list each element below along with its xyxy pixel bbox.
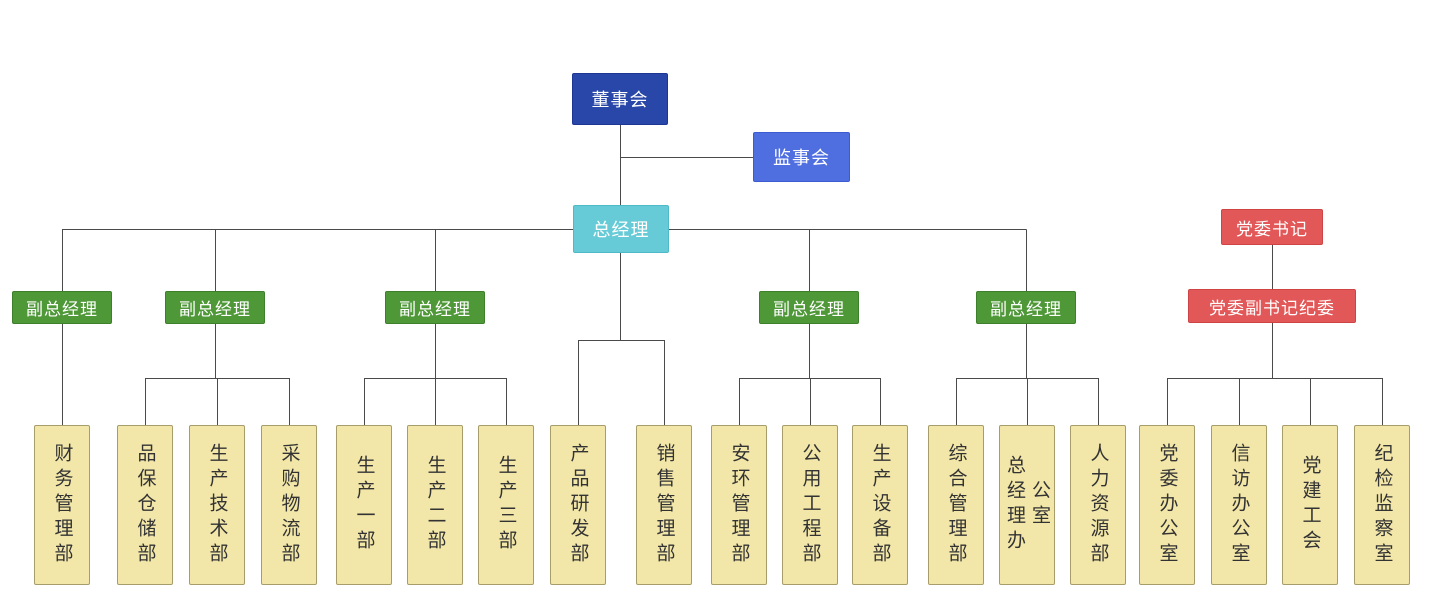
dept-petition-office[interactable]: 信访办公室 <box>1211 425 1267 585</box>
dept-label: 公用工程部 <box>799 442 821 568</box>
dept-finance[interactable]: 财务管理部 <box>34 425 90 585</box>
dept-label: 财务管理部 <box>51 442 73 568</box>
dept-label: 信访办公室 <box>1228 442 1250 568</box>
node-board[interactable]: 董事会 <box>572 73 668 125</box>
connector-gm-buses <box>62 229 1027 291</box>
dept-label: 党建工会 <box>1299 455 1321 555</box>
dept-label: 销售管理部 <box>653 442 675 568</box>
connector-group-5 <box>956 324 1099 425</box>
dept-production-2[interactable]: 生产二部 <box>407 425 463 585</box>
dept-label: 产品研发部 <box>567 442 589 568</box>
connector-group-2 <box>145 324 290 425</box>
connector-group-4 <box>739 324 881 425</box>
dept-sales[interactable]: 销售管理部 <box>636 425 692 585</box>
dept-production-3[interactable]: 生产三部 <box>478 425 534 585</box>
dept-label: 生产三部 <box>495 455 517 555</box>
dept-discipline-inspection[interactable]: 纪检监察室 <box>1354 425 1410 585</box>
dept-label: 纪检监察室 <box>1371 442 1393 568</box>
dept-hr[interactable]: 人力资源部 <box>1070 425 1126 585</box>
node-deputy-gm-2[interactable]: 副总经理 <box>165 291 265 324</box>
connector-group-3 <box>364 324 507 425</box>
dept-production-1[interactable]: 生产一部 <box>336 425 392 585</box>
dept-label: 采购物流部 <box>278 442 300 568</box>
node-supervisory-board[interactable]: 监事会 <box>753 132 850 182</box>
dept-label: 人力资源部 <box>1087 442 1109 568</box>
dept-label: 生产设备部 <box>869 442 891 568</box>
node-deputy-gm-4[interactable]: 副总经理 <box>759 291 859 324</box>
node-party-secretary[interactable]: 党委书记 <box>1221 209 1323 245</box>
dept-label: 品保仓储部 <box>134 442 156 568</box>
dept-utility-engineering[interactable]: 公用工程部 <box>782 425 838 585</box>
dept-product-rd[interactable]: 产品研发部 <box>550 425 606 585</box>
dept-safety-env[interactable]: 安环管理部 <box>711 425 767 585</box>
dept-general-admin[interactable]: 综合管理部 <box>928 425 984 585</box>
connector-board-gm <box>620 125 753 205</box>
dept-label: 综合管理部 <box>945 442 967 568</box>
dept-label: 安环管理部 <box>728 442 750 568</box>
dept-label: 生产技术部 <box>206 442 228 568</box>
dept-label: 党委办公室 <box>1156 442 1178 568</box>
node-deputy-gm-5[interactable]: 副总经理 <box>976 291 1076 324</box>
dept-label: 总经理办 公室 <box>1004 455 1050 555</box>
node-party-deputy-secretary[interactable]: 党委副书记纪委 <box>1188 289 1356 323</box>
dept-production-equipment[interactable]: 生产设备部 <box>852 425 908 585</box>
dept-label: 生产二部 <box>424 455 446 555</box>
connector-gm-direct-depts <box>578 253 665 425</box>
dept-party-union[interactable]: 党建工会 <box>1282 425 1338 585</box>
dept-label: 生产一部 <box>353 455 375 555</box>
node-deputy-gm-1[interactable]: 副总经理 <box>12 291 112 324</box>
node-general-manager[interactable]: 总经理 <box>573 205 669 253</box>
connector-party-branch <box>1167 245 1383 425</box>
node-deputy-gm-3[interactable]: 副总经理 <box>385 291 485 324</box>
dept-procurement-logistics[interactable]: 采购物流部 <box>261 425 317 585</box>
dept-production-tech[interactable]: 生产技术部 <box>189 425 245 585</box>
dept-quality-warehouse[interactable]: 品保仓储部 <box>117 425 173 585</box>
dept-gm-office[interactable]: 总经理办 公室 <box>999 425 1055 585</box>
dept-party-office[interactable]: 党委办公室 <box>1139 425 1195 585</box>
